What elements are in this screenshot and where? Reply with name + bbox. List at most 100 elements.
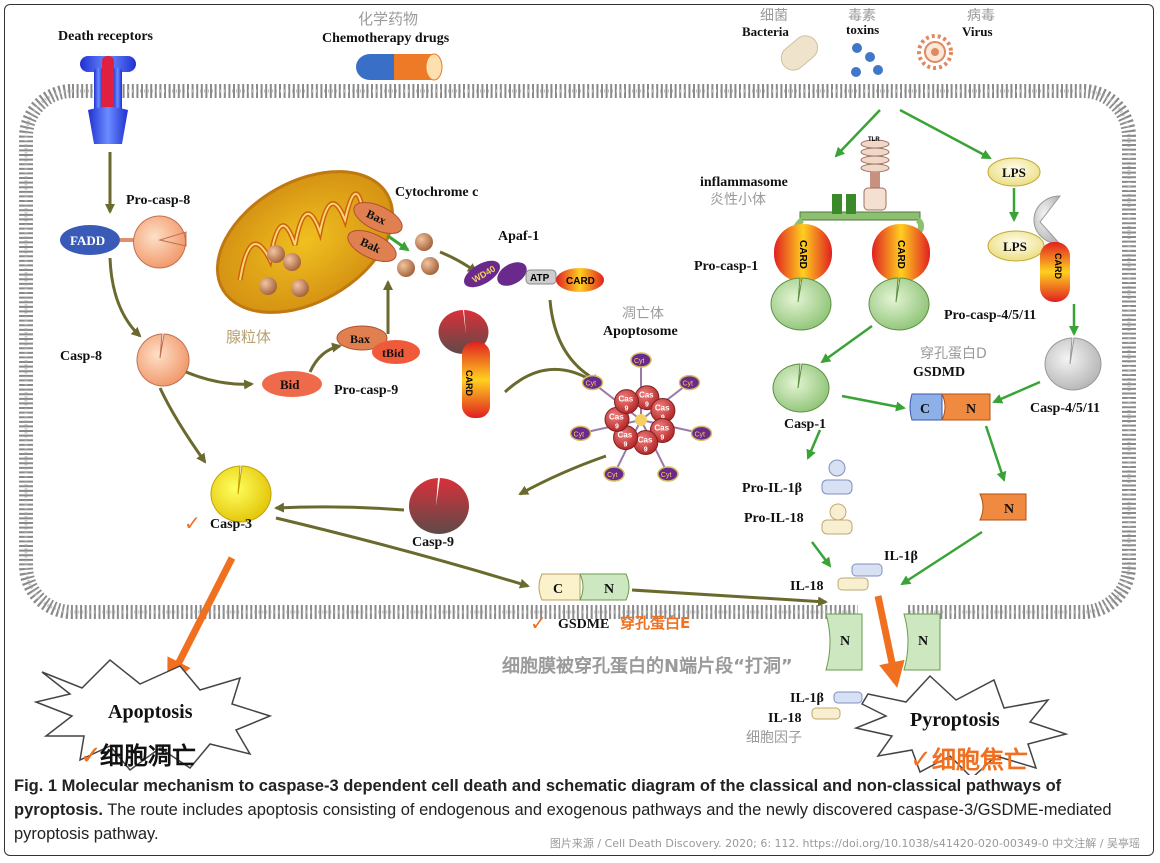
lps-node-2 [987, 230, 1045, 262]
caption-bold: Fig. 1 Molecular mechanism to caspase-3 … [14, 777, 1062, 819]
pro-casp4511-label: Pro-casp-4/5/11 [944, 308, 1036, 323]
chemo-cn-label: 化学药物 [358, 10, 418, 28]
gsdme-n-label: N [604, 582, 614, 597]
cas-label: Cas [655, 404, 670, 413]
arrow-casp3-to-gsdme [275, 516, 530, 589]
pyroptosis-check-icon: ✓ [910, 745, 932, 775]
cyt-subunit [690, 425, 713, 442]
chemotherapy-capsule-icon [356, 53, 443, 81]
cyt-subunit [581, 374, 604, 391]
arrow-pathogen-to-lps [899, 108, 992, 160]
pore-n-right [903, 613, 941, 671]
death-receptors-label: Death receptors [58, 29, 154, 44]
pro-il18-icon [821, 503, 853, 535]
cyt-label: Cyt [574, 431, 585, 438]
tbid-node [372, 340, 420, 364]
pore-n-left [825, 613, 863, 671]
card-label-casp1-left: CARD [797, 240, 808, 269]
arrow-casp8-to-casp3 [158, 387, 207, 464]
card-label-casp1-right: CARD [895, 240, 906, 269]
gsdmd-n-fragment [979, 493, 1027, 521]
arrow-casp1-to-gsdmd [841, 394, 906, 412]
apoptosis-cn-label: 细胞凋亡 [100, 742, 196, 770]
figure-frame [4, 4, 1154, 856]
apaf1-label: Apaf-1 [498, 229, 539, 244]
bid-node [262, 371, 322, 397]
il1b-released-label: IL-1β [790, 691, 824, 706]
cyt-subunit [678, 374, 701, 391]
bax-node-2 [336, 325, 388, 351]
virus-en-label: Virus [962, 24, 993, 39]
nine-label: 9 [644, 447, 648, 454]
pro-casp8-node [133, 215, 187, 269]
arrow-casp3-to-apoptosis [166, 556, 236, 686]
arrow-apoptosome-to-casp9 [518, 454, 607, 496]
cas-label: Cas [639, 391, 654, 400]
bak-node [347, 230, 397, 262]
apoptosome-icon: CytCytCytCytCytCytCytCas9Cas9Cas9Cas9Cas… [569, 352, 713, 482]
gsdme-c-label: C [553, 582, 563, 597]
casp1-node [772, 363, 830, 413]
pyroptosis-label: Pyroptosis [910, 709, 1000, 731]
gsdme-label: GSDME [558, 617, 609, 632]
casp3-label: Casp-3 [210, 517, 252, 532]
arrow-bid-to-tbid [308, 342, 342, 373]
cyt-subunit [603, 466, 625, 482]
arrow-casp1-to-proil [806, 429, 822, 460]
virus-cn-label: 病毒 [967, 8, 995, 24]
arrow-n-to-pore [900, 530, 983, 586]
nine-label: 9 [660, 435, 664, 442]
toxins-cn-label: 毒素 [848, 8, 876, 24]
arrow-casp8-to-bid [185, 370, 254, 390]
arrow-pathogen-to-inflammasome [834, 109, 881, 158]
cas-label: Cas [609, 412, 624, 421]
pore-n-left-label: N [840, 634, 850, 649]
apoptosis-label: Apoptosis [108, 701, 193, 723]
pro-casp1-node [770, 224, 930, 331]
pro-il1b-icon [821, 459, 853, 495]
il1b-icon [851, 563, 883, 577]
toxins-icon [851, 43, 883, 77]
cyt-label: Cyt [682, 381, 693, 388]
arrow-gsdme-to-pore [631, 588, 828, 607]
cyt-label: Cyt [694, 431, 705, 438]
nine-label: 9 [625, 406, 629, 413]
cyt-label: Cyt [607, 472, 618, 479]
apaf1-icon [463, 260, 604, 292]
pro-casp8-label: Pro-casp-8 [126, 193, 190, 208]
gsdmd-n-frag-label: N [1004, 502, 1014, 517]
nine-label: 9 [615, 423, 619, 430]
bacteria-icon [780, 35, 819, 71]
fadd-label: FADD [70, 233, 105, 248]
pro-il18-label: Pro-IL-18 [744, 511, 804, 526]
arrow-casp9-to-casp3 [274, 502, 405, 513]
arrow-cytc-to-apaf1 [439, 250, 478, 274]
apoptosis-check-icon: ✓ [80, 741, 102, 771]
figure-source: 图片来源 / Cell Death Discovery. 2020; 6: 11… [549, 837, 1140, 850]
pore-cn-label: 细胞膜被穿孔蛋白的N端片段“打洞” [502, 655, 793, 677]
il18-released-label: IL-18 [768, 711, 801, 726]
casp4511-label: Casp-4/5/11 [1030, 401, 1100, 416]
casp8-node [136, 333, 190, 387]
il18-icon [837, 577, 869, 591]
arrow-proil-to-il [811, 541, 832, 568]
nine-label: 9 [624, 442, 628, 449]
pore-n-right-label: N [918, 634, 928, 649]
arrow-pore-to-pyroptosis [874, 595, 905, 688]
bacteria-en-label: Bacteria [742, 24, 789, 39]
il18-label: IL-18 [790, 579, 823, 594]
gsdmd-cn-label: 穿孔蛋白D [920, 346, 987, 362]
bax-node [353, 202, 403, 234]
cytochrome-label: Cytochrome c [395, 185, 478, 200]
tbid-label: tBid [382, 346, 404, 360]
bax-label-2: Bax [350, 332, 370, 346]
mito-cn-label: 腺粒体 [226, 328, 271, 346]
cyt-subunit [630, 352, 652, 368]
apoptosome-en-label: Apoptosome [603, 324, 678, 339]
figure-caption: Fig. 1 Molecular mechanism to caspase-3 … [14, 774, 1144, 846]
casp1-label: Casp-1 [784, 417, 826, 432]
il1b-released-icon [833, 691, 863, 704]
atp-label: ATP [530, 273, 550, 284]
lps-label-1: LPS [1002, 165, 1026, 180]
card-label-casp4: CARD [1053, 253, 1063, 279]
